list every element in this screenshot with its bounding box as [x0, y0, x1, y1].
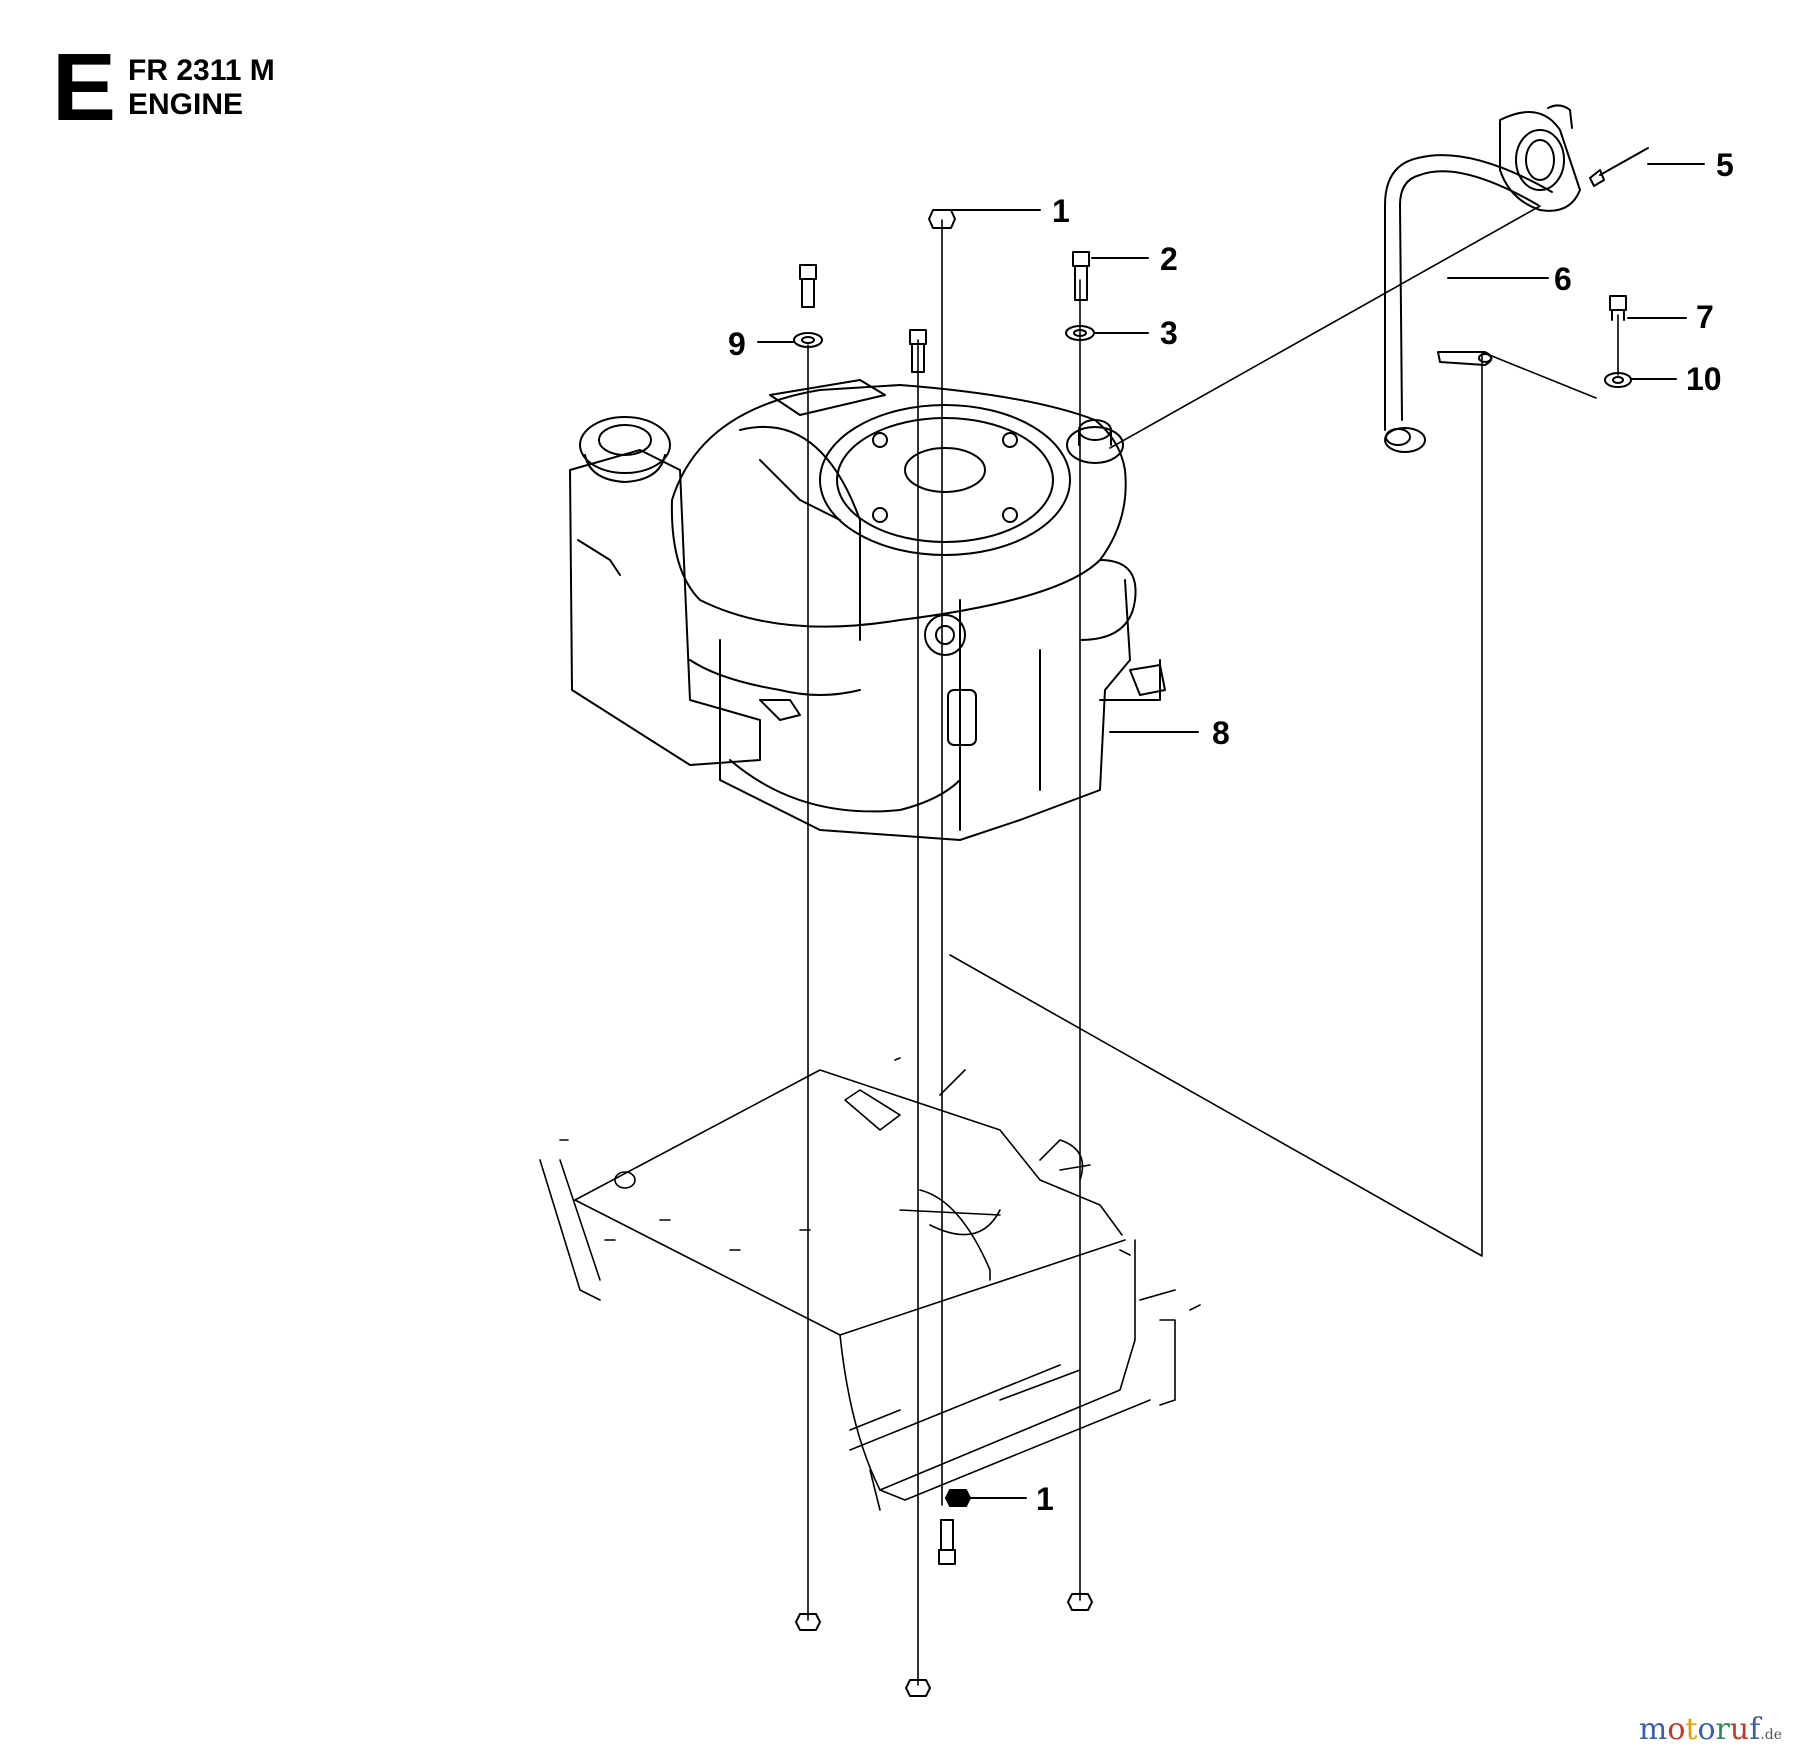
callout-8: 8: [1109, 715, 1230, 751]
callout-3: 3: [1094, 315, 1178, 351]
hex-bolt: [938, 1519, 956, 1565]
hex-nut: [1067, 1593, 1093, 1611]
leader-lines: [949, 205, 1597, 1257]
callout-7: 7: [1627, 299, 1714, 335]
watermark-letter: o: [1697, 1712, 1716, 1747]
hex-nut: [945, 1489, 971, 1507]
model-name: FR 2311 M: [128, 54, 275, 87]
watermark-suffix: .de: [1760, 1727, 1782, 1743]
hex-bolt: [1609, 295, 1627, 321]
hex-bolt: [799, 264, 817, 308]
callout-9: 9: [728, 326, 794, 362]
watermark-letter: u: [1729, 1712, 1750, 1747]
watermark-letter: r: [1715, 1712, 1730, 1747]
assembly-axis-lines: [807, 219, 1619, 1686]
callout-label: 5: [1716, 147, 1734, 183]
watermark-letter: m: [1638, 1712, 1668, 1747]
washer: [1604, 372, 1632, 388]
callout-label: 1: [1052, 193, 1070, 229]
callout-label: 2: [1160, 241, 1178, 277]
engine-assembly: [569, 379, 1166, 841]
hex-bolt: [1072, 251, 1090, 301]
callout-6: 6: [1447, 261, 1572, 297]
callout-label: 7: [1696, 299, 1714, 335]
dipstick: [1589, 147, 1649, 187]
callout-5: 5: [1647, 147, 1734, 183]
hex-nut: [795, 1613, 821, 1631]
watermark-letter: o: [1667, 1712, 1686, 1747]
watermark-brand: motoruf: [1639, 1712, 1760, 1747]
watermark-letter: f: [1749, 1712, 1761, 1747]
callout-10: 10: [1631, 361, 1722, 397]
hex-nut: [905, 1679, 931, 1697]
callout-label: 8: [1212, 715, 1230, 751]
callout-label: 1: [1036, 1481, 1054, 1517]
callout-1-top: 1: [951, 193, 1070, 229]
callout-label: 9: [728, 326, 746, 362]
chassis-frame: [539, 1057, 1201, 1511]
callout-label: 3: [1160, 315, 1178, 351]
section-letter: E: [52, 34, 116, 141]
dipstick-tube: [1384, 104, 1581, 453]
section-title: ENGINE: [128, 88, 244, 121]
callout-2: 2: [1091, 241, 1178, 277]
watermark-logo: motoruf.de: [1639, 1712, 1782, 1747]
callout-label: 10: [1686, 361, 1722, 397]
callout-1-bottom: 1: [969, 1481, 1054, 1517]
callout-label: 6: [1554, 261, 1572, 297]
washer: [793, 332, 823, 348]
watermark-letter: t: [1685, 1712, 1698, 1747]
hex-bolt: [909, 329, 927, 373]
